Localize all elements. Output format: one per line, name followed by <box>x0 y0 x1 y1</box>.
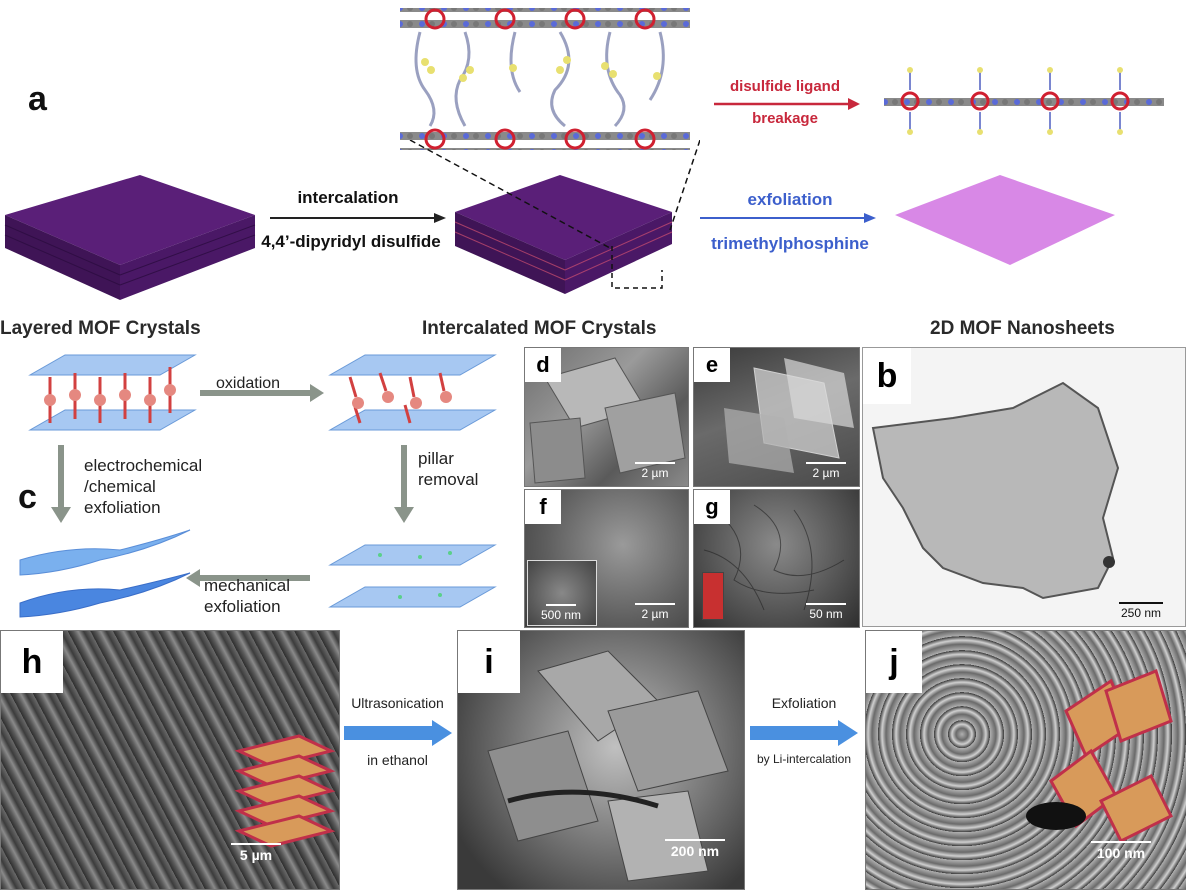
echem-label-line2: /chemical <box>84 477 156 496</box>
exfoliation-label: exfoliation <box>747 190 833 209</box>
pillar-label-line1: pillar <box>418 449 454 468</box>
li-exfoliation-arrow <box>750 720 858 746</box>
panel-b-letter: b <box>863 348 911 404</box>
flat-layers <box>328 544 497 608</box>
intercalation-arrow <box>270 213 446 223</box>
upper-mof-layer <box>400 8 690 30</box>
sem-panel-d: d 2 µm <box>524 347 689 487</box>
panel-d-scale: 2 µm <box>630 462 680 480</box>
breakage-label-line1: disulfide ligand <box>729 78 840 95</box>
molecular-structure-intercalated <box>400 8 690 150</box>
reagent-label: 4,4’-dipyridyl disulfide <box>261 232 441 251</box>
sem-panel-g: g 50 nm <box>693 489 860 628</box>
breakage-arrow <box>714 98 860 110</box>
panel-f-inset-scale: 500 nm <box>532 604 590 622</box>
echem-label-line3: exfoliation <box>84 498 161 517</box>
nanosheet <box>895 175 1115 265</box>
echem-label-line1: electrochemical <box>84 456 203 475</box>
product-molecule <box>884 67 1164 135</box>
layered-caption: Layered MOF Crystals <box>0 318 201 339</box>
intercalated-caption: Intercalated MOF Crystals <box>422 318 657 339</box>
stacked-sheets-h <box>234 734 336 848</box>
panel-e-letter: e <box>694 348 730 382</box>
panel-a-letter: a <box>28 80 47 118</box>
mech-label-line1: mechanical <box>204 576 290 595</box>
panel-f-inset: 500 nm <box>527 560 597 626</box>
sem-panel-i: i 200 nm <box>457 630 745 890</box>
vial-icon <box>702 572 724 620</box>
tem-panel-b: b 250 nm <box>862 347 1186 627</box>
lower-mof-layer <box>400 128 690 150</box>
crystal-row <box>4 175 1115 300</box>
panel-d-letter: d <box>525 348 561 382</box>
sem-panel-e: e 2 µm <box>693 347 860 487</box>
exfoliated-sheets-j <box>1026 668 1174 844</box>
phosphine-label: trimethylphosphine <box>711 234 869 253</box>
pillared-layers <box>28 354 197 431</box>
panel-f-scale: 2 µm <box>630 603 680 621</box>
panel-e-scale: 2 µm <box>801 462 851 480</box>
disulfide-pillars <box>414 31 665 128</box>
panel-b-scale: 250 nm <box>1111 602 1171 620</box>
ultrasonication-label-line1: Ultrasonication <box>351 695 444 711</box>
panel-h-scale: 5 µm <box>226 843 286 863</box>
layered-mof-crystal <box>4 175 256 300</box>
panel-i-letter: i <box>458 631 520 693</box>
exfoliation-li-label-line2: by Li-intercalation <box>756 752 852 766</box>
panel-g-scale: 50 nm <box>801 603 851 621</box>
panel-j-scale: 100 nm <box>1086 841 1156 861</box>
breakage-label-line2: breakage <box>752 110 818 127</box>
oxidized-layers <box>328 354 497 431</box>
exfoliated-nanosheets <box>19 529 191 618</box>
ultrasonication-arrow <box>344 720 452 746</box>
mech-label-line2: exfoliation <box>204 597 281 616</box>
panel-j-letter: j <box>866 631 922 693</box>
panel-g-letter: g <box>694 490 730 524</box>
panel-f-letter: f <box>525 490 561 524</box>
intercalated-mof-crystal <box>454 175 673 294</box>
panel-h-letter: h <box>1 631 63 693</box>
ultrasonication-label-line2: in ethanol <box>367 752 428 768</box>
panel-i-scale: 200 nm <box>660 839 730 859</box>
sem-panel-f: 500 nm f 2 µm <box>524 489 689 628</box>
exfoliation-arrow <box>700 213 876 223</box>
panel-c-letter: c <box>18 478 37 516</box>
nanosheet-caption: 2D MOF Nanosheets <box>930 318 1115 339</box>
intercalation-label: intercalation <box>297 188 399 207</box>
zoom-lines <box>409 140 700 249</box>
exfoliation-li-label-line1: Exfoliation <box>771 695 837 711</box>
sem-panel-h: h 5 µm <box>0 630 340 890</box>
oxidation-label: oxidation <box>216 375 281 392</box>
panel-c-diagram <box>19 354 497 618</box>
sem-panel-j: j 100 nm <box>865 630 1186 890</box>
pillar-label-line2: removal <box>418 470 479 489</box>
